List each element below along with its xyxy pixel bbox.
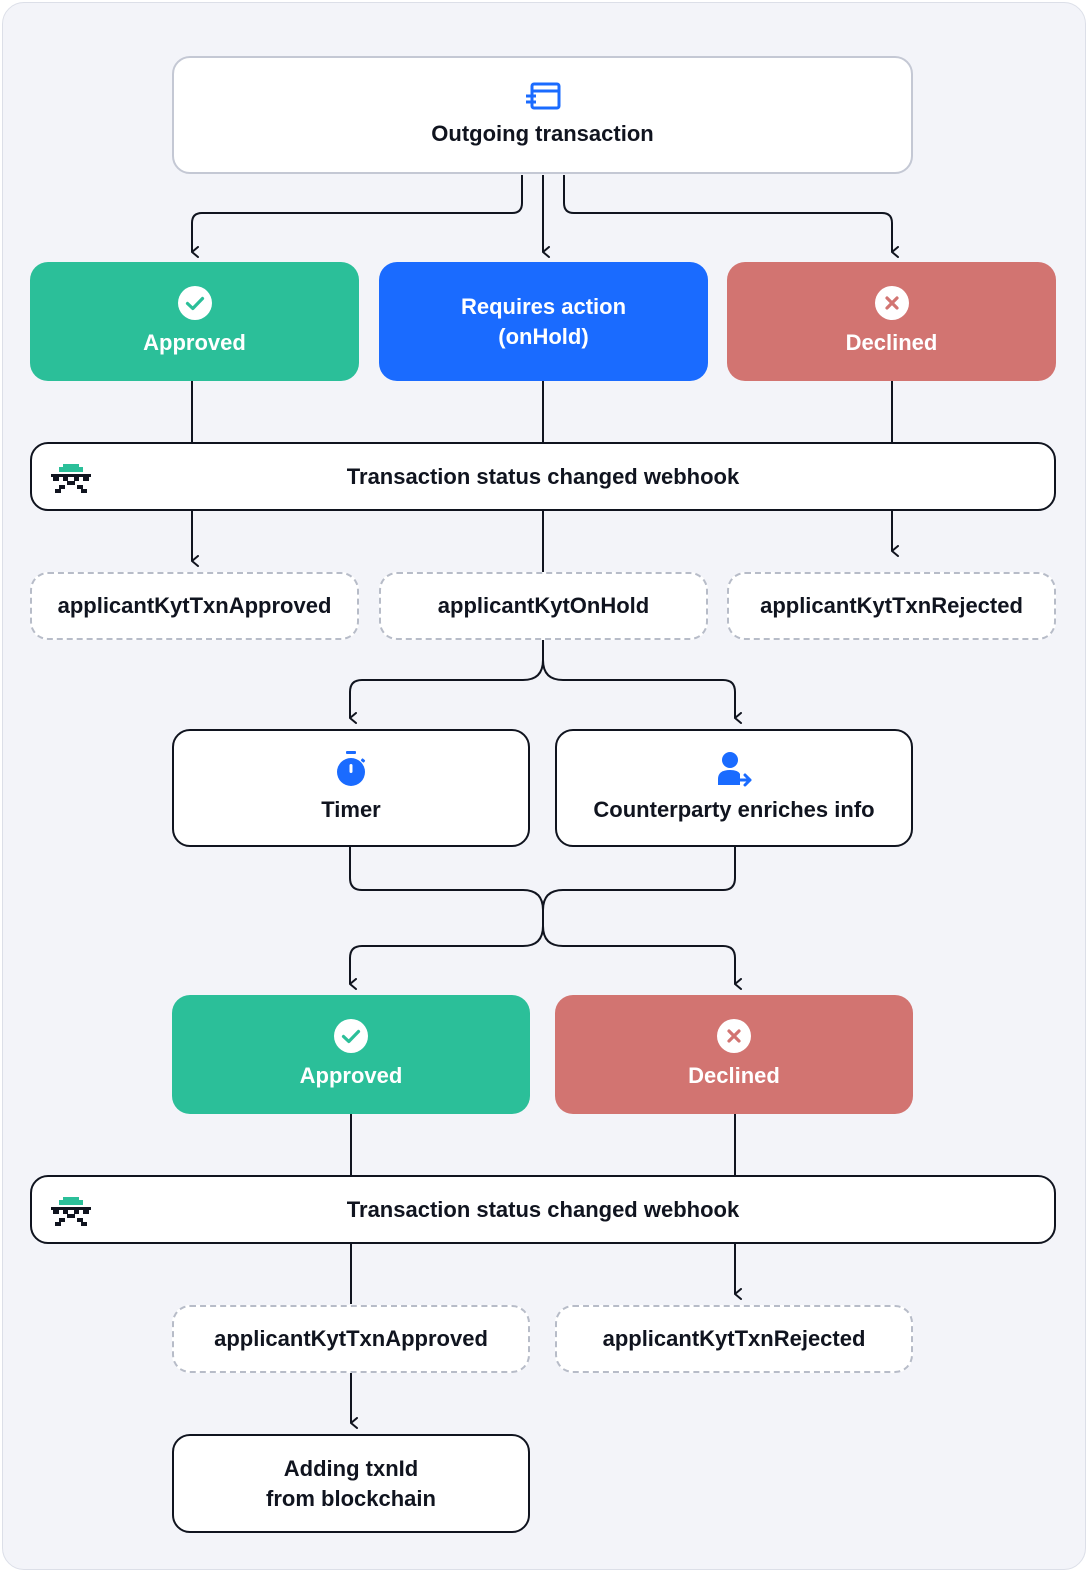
adding-txnid-label: Adding txnId from blockchain xyxy=(266,1455,436,1511)
timer-label: Timer xyxy=(321,797,381,822)
edge-onhold-to-timer xyxy=(349,640,544,724)
approved-final-label: Approved xyxy=(299,1062,403,1088)
webhook-2-label: Transaction status changed webhook xyxy=(346,1196,740,1222)
event-rejected-2-label: applicantKytTxnRejected xyxy=(602,1326,866,1351)
edge-start-to-approved xyxy=(191,175,523,258)
webhook-node-2: Transaction status changed webhook xyxy=(30,1175,1056,1244)
requires-action-label: Requires action (onHold) xyxy=(460,293,627,349)
stopwatch-icon xyxy=(335,751,367,787)
x-circle-icon xyxy=(874,285,909,320)
card-icon xyxy=(524,81,562,111)
event-approved-2: applicantKytTxnApproved xyxy=(172,1305,530,1373)
event-rejected: applicantKytTxnRejected xyxy=(727,572,1056,640)
declined-final-node: Declined xyxy=(555,995,913,1114)
event-on-hold: applicantKytOnHold xyxy=(379,572,708,640)
approved-node: Approved xyxy=(30,262,359,381)
webhook-node: Transaction status changed webhook xyxy=(30,442,1056,511)
outgoing-transaction-node: Outgoing transaction xyxy=(172,56,913,174)
webhook-logo-icon xyxy=(50,1197,92,1235)
event-rejected-label: applicantKytTxnRejected xyxy=(760,593,1023,618)
counterparty-label: Counterparty enriches info xyxy=(593,797,875,822)
edge-onhold-to-counterparty xyxy=(542,659,742,724)
event-rejected-2: applicantKytTxnRejected xyxy=(555,1305,913,1373)
x-circle-icon xyxy=(717,1018,751,1053)
webhook-logo-icon xyxy=(50,464,92,502)
event-on-hold-label: applicantKytOnHold xyxy=(437,593,650,618)
adding-txnid-node: Adding txnId from blockchain xyxy=(172,1434,530,1533)
check-circle-icon xyxy=(177,285,212,320)
declined-label: Declined xyxy=(845,329,938,355)
approved-final-node: Approved xyxy=(172,995,530,1114)
edge-counterparty-merge xyxy=(542,847,736,911)
timer-node: Timer xyxy=(172,729,530,847)
declined-final-label: Declined xyxy=(688,1062,780,1088)
edge-start-to-declined xyxy=(563,175,899,258)
user-arrow-icon xyxy=(716,751,752,787)
event-approved-label: applicantKytTxnApproved xyxy=(57,593,332,618)
edge-merge-to-approved xyxy=(349,910,544,990)
check-circle-icon xyxy=(334,1018,368,1053)
event-approved-2-label: applicantKytTxnApproved xyxy=(214,1326,488,1351)
edge-merge-to-declined xyxy=(542,925,742,990)
approved-label: Approved xyxy=(143,329,246,355)
counterparty-node: Counterparty enriches info xyxy=(555,729,913,847)
webhook-label: Transaction status changed webhook xyxy=(346,463,740,489)
event-approved: applicantKytTxnApproved xyxy=(30,572,359,640)
declined-node: Declined xyxy=(727,262,1056,381)
requires-action-node: Requires action (onHold) xyxy=(379,262,708,381)
outgoing-transaction-label: Outgoing transaction xyxy=(431,121,654,146)
edge-timer-merge xyxy=(349,847,544,911)
